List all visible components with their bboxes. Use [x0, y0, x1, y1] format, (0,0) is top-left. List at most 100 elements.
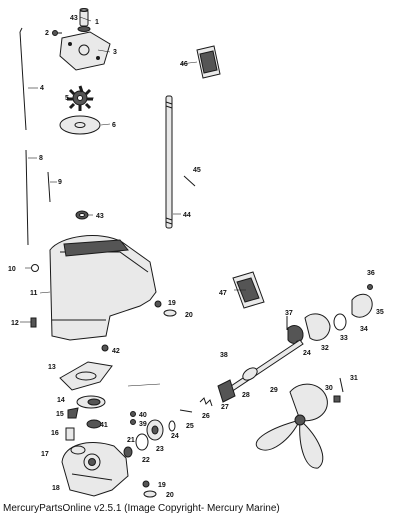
- callout-17: 17: [41, 451, 49, 458]
- callout-10: 10: [8, 266, 16, 273]
- part-39-washer: [130, 419, 136, 425]
- part-11-gear-housing: [49, 235, 157, 341]
- part-8-rod: [25, 149, 29, 246]
- callout-22: 22: [142, 457, 150, 464]
- callout-8: 8: [39, 155, 43, 162]
- part-33-bearing: [304, 313, 331, 341]
- callout-41: 41: [100, 422, 108, 429]
- part-25-pin: [179, 409, 193, 413]
- part-34-ring: [333, 313, 347, 331]
- part-5-impeller: [67, 85, 93, 111]
- callout-26: 26: [202, 413, 210, 420]
- part-14-bearing-carrier: [76, 395, 106, 409]
- callout-43: 43: [70, 15, 78, 22]
- part-47-decal: [232, 271, 265, 309]
- callout-23: 23: [156, 446, 164, 453]
- part-26-spring: [199, 397, 213, 407]
- callout-36: 36: [367, 270, 375, 277]
- callout-39: 39: [139, 421, 147, 428]
- callout-14: 14: [57, 397, 65, 404]
- callout-labels: 43 1 2 3 46 4 5 6 8 9 45 43 44 10 11 36 …: [8, 15, 384, 499]
- part-1-tube: [77, 8, 91, 32]
- part-21-shim: [123, 446, 133, 458]
- part-19-nut-lower: [142, 480, 150, 488]
- part-45-pin: [183, 175, 196, 187]
- callout-13: 13: [48, 364, 56, 371]
- callout-31: 31: [350, 375, 358, 382]
- part-32-bearing: [287, 325, 304, 344]
- callout-24-lower: 24: [171, 433, 179, 440]
- callout-44: 44: [183, 212, 191, 219]
- part-12-screw: [30, 317, 37, 328]
- callout-38: 38: [220, 352, 228, 359]
- callout-12: 12: [11, 320, 19, 327]
- part-41-bearing: [86, 419, 102, 429]
- part-6-plate: [59, 115, 101, 135]
- callout-46: 46: [180, 61, 188, 68]
- part-19-nut: [154, 300, 162, 308]
- callout-4: 4: [40, 85, 44, 92]
- part-18-gear-case: [61, 442, 129, 497]
- part-28-sleeve: [242, 367, 258, 381]
- callout-45: 45: [193, 167, 201, 174]
- part-36-nut: [367, 284, 373, 290]
- callout-29: 29: [270, 387, 278, 394]
- callout-19: 19: [168, 300, 176, 307]
- callout-20: 20: [185, 312, 193, 319]
- callout-9: 9: [58, 179, 62, 186]
- callout-3: 3: [113, 49, 117, 56]
- part-42-washer: [101, 344, 109, 352]
- part-29-propeller: [255, 383, 328, 469]
- copyright-footer: MercuryPartsOnline v2.5.1 (Image Copyrig…: [3, 503, 280, 514]
- callout-20-lower: 20: [166, 492, 174, 499]
- part-22-bearing: [135, 433, 149, 451]
- part-13-gasket: [59, 361, 113, 391]
- callout-5: 5: [65, 95, 69, 102]
- callout-37: 37: [285, 310, 293, 317]
- callout-19-lower: 19: [158, 482, 166, 489]
- part-27-gear: [217, 379, 236, 403]
- part-23-gear: [146, 419, 164, 441]
- callout-1: 1: [95, 19, 99, 26]
- part-15-clip: [67, 407, 79, 419]
- part-44-driveshaft: [165, 95, 173, 229]
- callout-11: 11: [30, 290, 38, 297]
- part-46-decal: [196, 45, 221, 79]
- part-20-screw-lower: [143, 490, 157, 498]
- callout-42: 42: [112, 348, 120, 355]
- callout-32: 32: [321, 345, 329, 352]
- part-24-clip-lower: [168, 420, 176, 432]
- callout-28: 28: [242, 392, 250, 399]
- part-31-pin: [339, 377, 344, 393]
- callout-30: 30: [325, 385, 333, 392]
- part-20-screw: [163, 309, 177, 317]
- part-10-clip: [31, 264, 39, 272]
- callout-15: 15: [56, 411, 64, 418]
- part-40-washer: [130, 411, 136, 417]
- part-3-pump-body: [59, 31, 111, 71]
- callout-35: 35: [376, 309, 384, 316]
- parts-diagram: 43 1 2 3 46 4 5 6 8 9 45 43 44 10 11 36 …: [8, 8, 384, 499]
- callout-34: 34: [360, 326, 368, 333]
- part-30-nut: [333, 395, 341, 403]
- callout-21: 21: [127, 437, 135, 444]
- part-16-plug: [65, 427, 75, 441]
- callout-24: 24: [303, 350, 311, 357]
- part-17-mount: [70, 445, 86, 455]
- callout-40: 40: [139, 412, 147, 419]
- callout-18: 18: [52, 485, 60, 492]
- callout-47: 47: [219, 290, 227, 297]
- callout-25: 25: [186, 423, 194, 430]
- callout-33: 33: [340, 335, 348, 342]
- callout-16: 16: [51, 430, 59, 437]
- callout-2: 2: [45, 30, 49, 37]
- part-2-screw: [52, 30, 62, 36]
- part-4-shift-rod: [19, 27, 27, 131]
- leader-lines: [20, 16, 246, 387]
- callout-27: 27: [221, 404, 229, 411]
- part-9-link: [47, 171, 51, 203]
- part-43-grommet: [75, 210, 89, 220]
- callout-43-lower: 43: [96, 213, 104, 220]
- part-38-prop-shaft: [221, 339, 304, 397]
- callout-6: 6: [112, 122, 116, 129]
